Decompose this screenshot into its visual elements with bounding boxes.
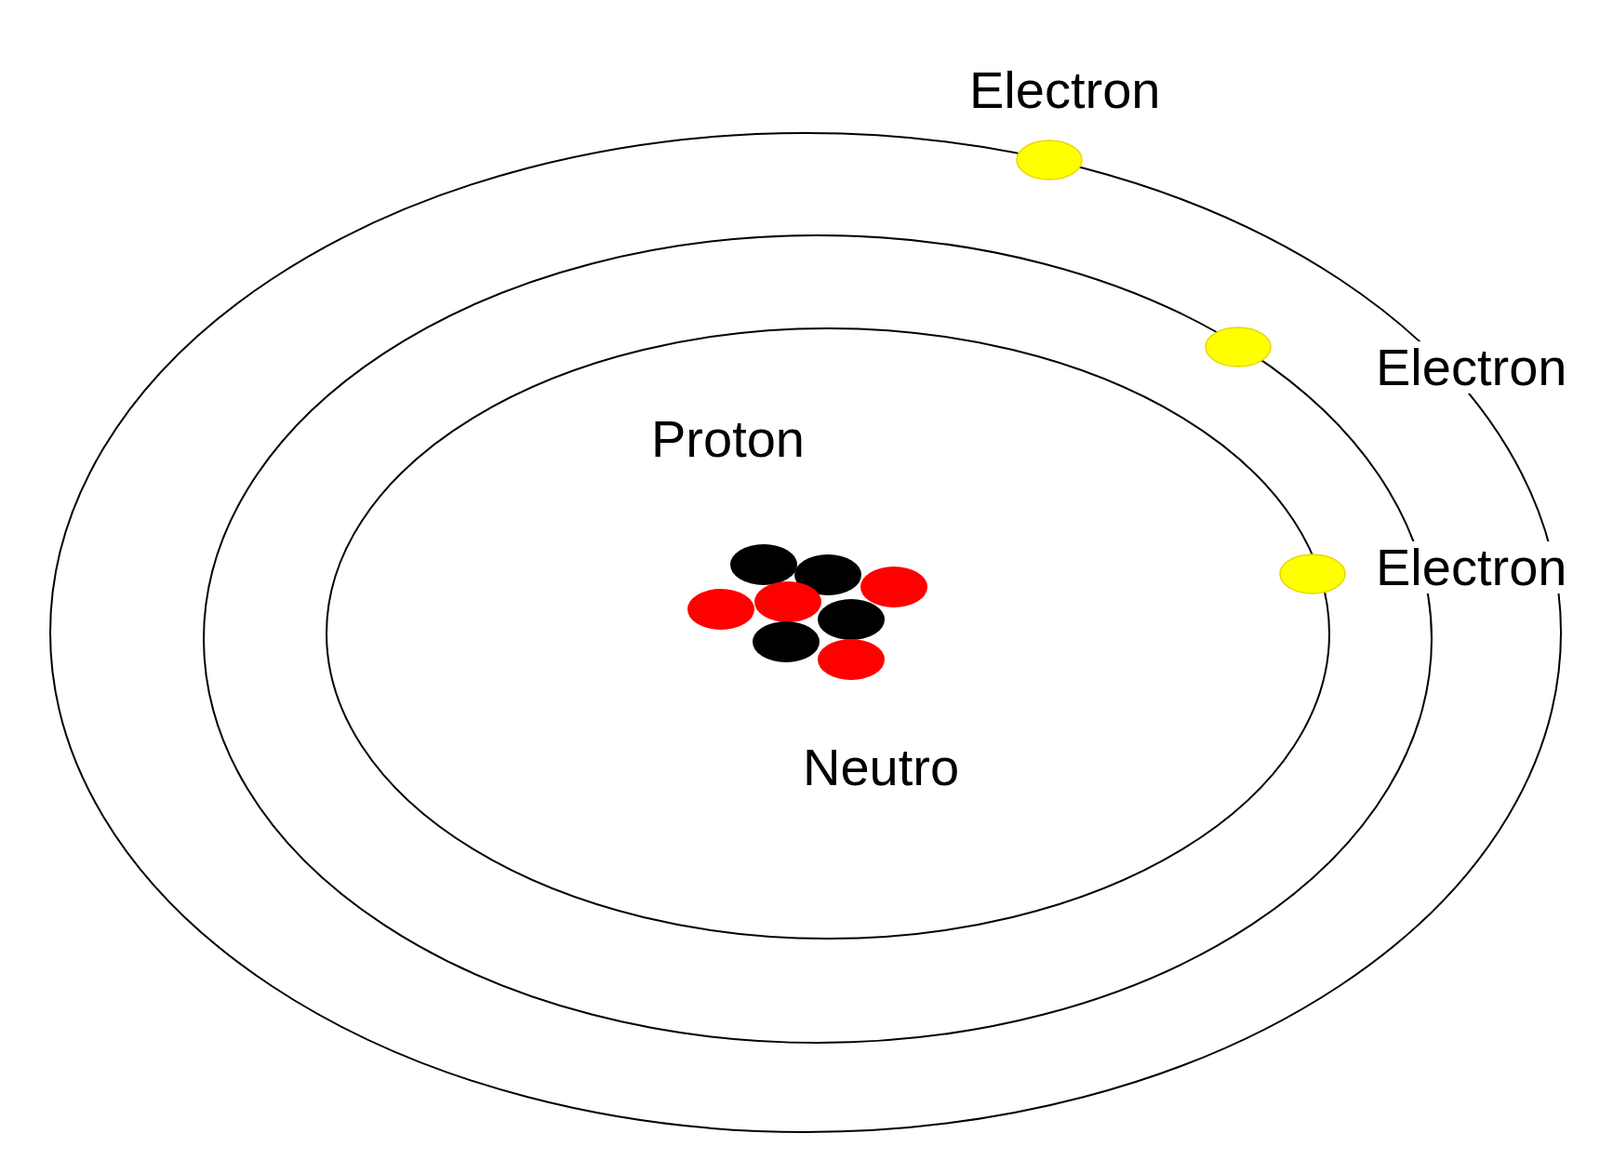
nucleon-dot bbox=[817, 599, 885, 640]
part-label: Electron bbox=[1373, 341, 1569, 394]
nucleon-dot bbox=[687, 588, 755, 630]
electron-dot bbox=[1016, 140, 1082, 180]
part-label: Neutro bbox=[800, 741, 961, 794]
nucleon-dot bbox=[817, 639, 885, 680]
middle-orbit bbox=[203, 235, 1432, 1043]
nucleon-dot bbox=[754, 581, 822, 623]
outer-orbit bbox=[50, 133, 1561, 1133]
part-label: Electron bbox=[967, 64, 1162, 117]
part-label: Proton bbox=[649, 413, 807, 466]
nucleon-dot bbox=[752, 621, 820, 663]
nucleon-dot bbox=[730, 544, 798, 586]
part-label: Electron bbox=[1373, 541, 1569, 594]
nucleon-dot bbox=[860, 566, 928, 608]
electron-dot bbox=[1280, 554, 1346, 594]
electron-dot bbox=[1205, 327, 1271, 367]
inner-orbit bbox=[326, 328, 1330, 939]
